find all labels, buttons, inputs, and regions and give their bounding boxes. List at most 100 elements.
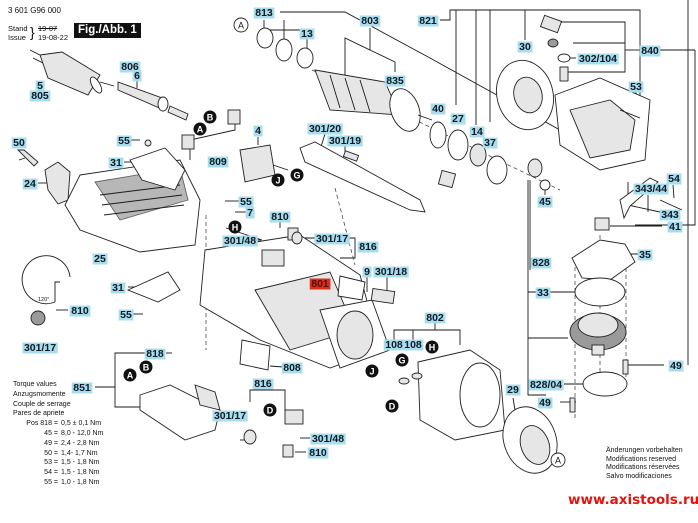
callout-828: 828 bbox=[530, 257, 552, 269]
callout-text: 301/17 bbox=[316, 233, 348, 245]
modification-notes: Änderungen vorbehalten Modifications res… bbox=[606, 447, 683, 481]
watermark-link[interactable]: www.axistools.ru bbox=[568, 492, 698, 508]
callout-53: 53 bbox=[628, 81, 644, 93]
torque-row: 50 =1,4- 1,7 Nm bbox=[44, 449, 98, 457]
callout-text: 35 bbox=[639, 249, 651, 261]
callout-text: 813 bbox=[255, 7, 273, 19]
callout-text: 4 bbox=[255, 125, 261, 137]
callout-816a: 816 bbox=[357, 241, 379, 253]
motor-housing-801 bbox=[199, 234, 391, 369]
callout-301-20: 301/20 bbox=[307, 123, 343, 135]
seal-27 bbox=[447, 129, 469, 161]
callout-text: 24 bbox=[24, 178, 36, 190]
lock-button bbox=[539, 14, 563, 34]
callout-text: 301/48 bbox=[224, 235, 256, 247]
note-de: Änderungen vorbehalten bbox=[606, 447, 683, 454]
callout-background bbox=[222, 235, 258, 247]
callout-6: 6 bbox=[132, 70, 142, 82]
callout-37: 37 bbox=[482, 137, 498, 149]
callout-text: 821 bbox=[419, 15, 437, 27]
nameplate-808 bbox=[239, 339, 271, 371]
callout-background bbox=[327, 135, 363, 147]
callout-background bbox=[659, 209, 681, 221]
callout-background bbox=[108, 157, 124, 169]
callout-text: 29 bbox=[507, 384, 519, 396]
callout-text: 816 bbox=[359, 241, 377, 253]
callout-text: 301/19 bbox=[329, 135, 361, 147]
callout-background bbox=[212, 410, 248, 422]
callout-851: 851 bbox=[71, 382, 93, 394]
callout-text: 30 bbox=[519, 41, 531, 53]
brush-holder-b bbox=[227, 109, 241, 125]
callout-text: 25 bbox=[94, 253, 106, 265]
marker-B-cover: B bbox=[139, 360, 153, 374]
callout-text: 301/48 bbox=[312, 433, 344, 445]
callout-813: 813 bbox=[253, 7, 275, 19]
torque-title-en: Torque values bbox=[13, 381, 57, 388]
callout-25: 25 bbox=[92, 253, 108, 265]
stand-label: Stand bbox=[8, 24, 28, 33]
callout-text: 49 bbox=[670, 360, 682, 372]
callout-background bbox=[417, 15, 439, 27]
callout-text: 55 bbox=[118, 135, 130, 147]
callout-4: 4 bbox=[253, 125, 263, 137]
callout-828-04: 828/04 bbox=[528, 379, 564, 391]
marker-A-top: A bbox=[233, 17, 249, 33]
callout-text: 802 bbox=[426, 312, 444, 324]
marker-G-switch: G bbox=[290, 168, 304, 182]
svg-text:A: A bbox=[127, 371, 134, 381]
callout-text: 14 bbox=[471, 126, 483, 138]
callout-text: 55 bbox=[240, 196, 252, 208]
spring-840 bbox=[547, 38, 559, 48]
screw-55-top bbox=[144, 139, 152, 147]
callout-background bbox=[577, 53, 619, 65]
callout-background bbox=[307, 123, 343, 135]
callout-text: 31 bbox=[112, 282, 124, 294]
callout-background bbox=[357, 241, 379, 253]
callout-55c: 55 bbox=[118, 309, 134, 321]
svg-text:H: H bbox=[429, 343, 436, 353]
callout-text: 828 bbox=[532, 257, 550, 269]
callout-text: 31 bbox=[110, 157, 122, 169]
callout-text: 6 bbox=[134, 70, 140, 82]
callout-background bbox=[252, 378, 274, 390]
callout-text: 37 bbox=[484, 137, 496, 149]
callout-background bbox=[530, 257, 552, 269]
damper-41 bbox=[594, 217, 610, 231]
callout-text: 835 bbox=[386, 75, 404, 87]
callout-background bbox=[269, 211, 291, 223]
torque-row: 49 =2,4 - 2,8 Nm bbox=[44, 439, 100, 447]
callout-background bbox=[116, 135, 132, 147]
spring-301-17-detail bbox=[21, 255, 71, 326]
callout-text: 53 bbox=[630, 81, 642, 93]
svg-text:H: H bbox=[232, 223, 239, 233]
callout-31b: 31 bbox=[110, 282, 126, 294]
callout-802: 802 bbox=[424, 312, 446, 324]
callout-text: 809 bbox=[209, 156, 227, 168]
callout-840: 840 bbox=[639, 45, 661, 57]
brush-holder-816 bbox=[284, 409, 304, 425]
armature-803 bbox=[314, 69, 433, 132]
callout-343-44: 343/44 bbox=[633, 183, 669, 195]
callout-text: 301/18 bbox=[375, 266, 407, 278]
spring-301-17 bbox=[243, 429, 257, 445]
marker-A-cover: A bbox=[123, 368, 137, 382]
brace: } bbox=[30, 24, 35, 40]
svg-text:D: D bbox=[389, 402, 396, 412]
callout-background bbox=[450, 113, 466, 125]
note-fr: Modifications réservées bbox=[606, 464, 680, 472]
callout-text: 810 bbox=[71, 305, 89, 317]
callout-343: 343 bbox=[659, 209, 681, 221]
terminal-108-a bbox=[398, 377, 410, 385]
callout-text: 40 bbox=[432, 103, 444, 115]
callout-text: 55 bbox=[120, 309, 132, 321]
callout-text: 45 bbox=[539, 196, 551, 208]
callout-background bbox=[110, 282, 126, 294]
lock-pin bbox=[559, 66, 569, 82]
o-ring-33 bbox=[574, 277, 626, 307]
callout-text: 805 bbox=[31, 90, 49, 102]
callout-text: 806 bbox=[121, 61, 139, 73]
part-number: 3 601 G96 000 bbox=[8, 6, 61, 15]
